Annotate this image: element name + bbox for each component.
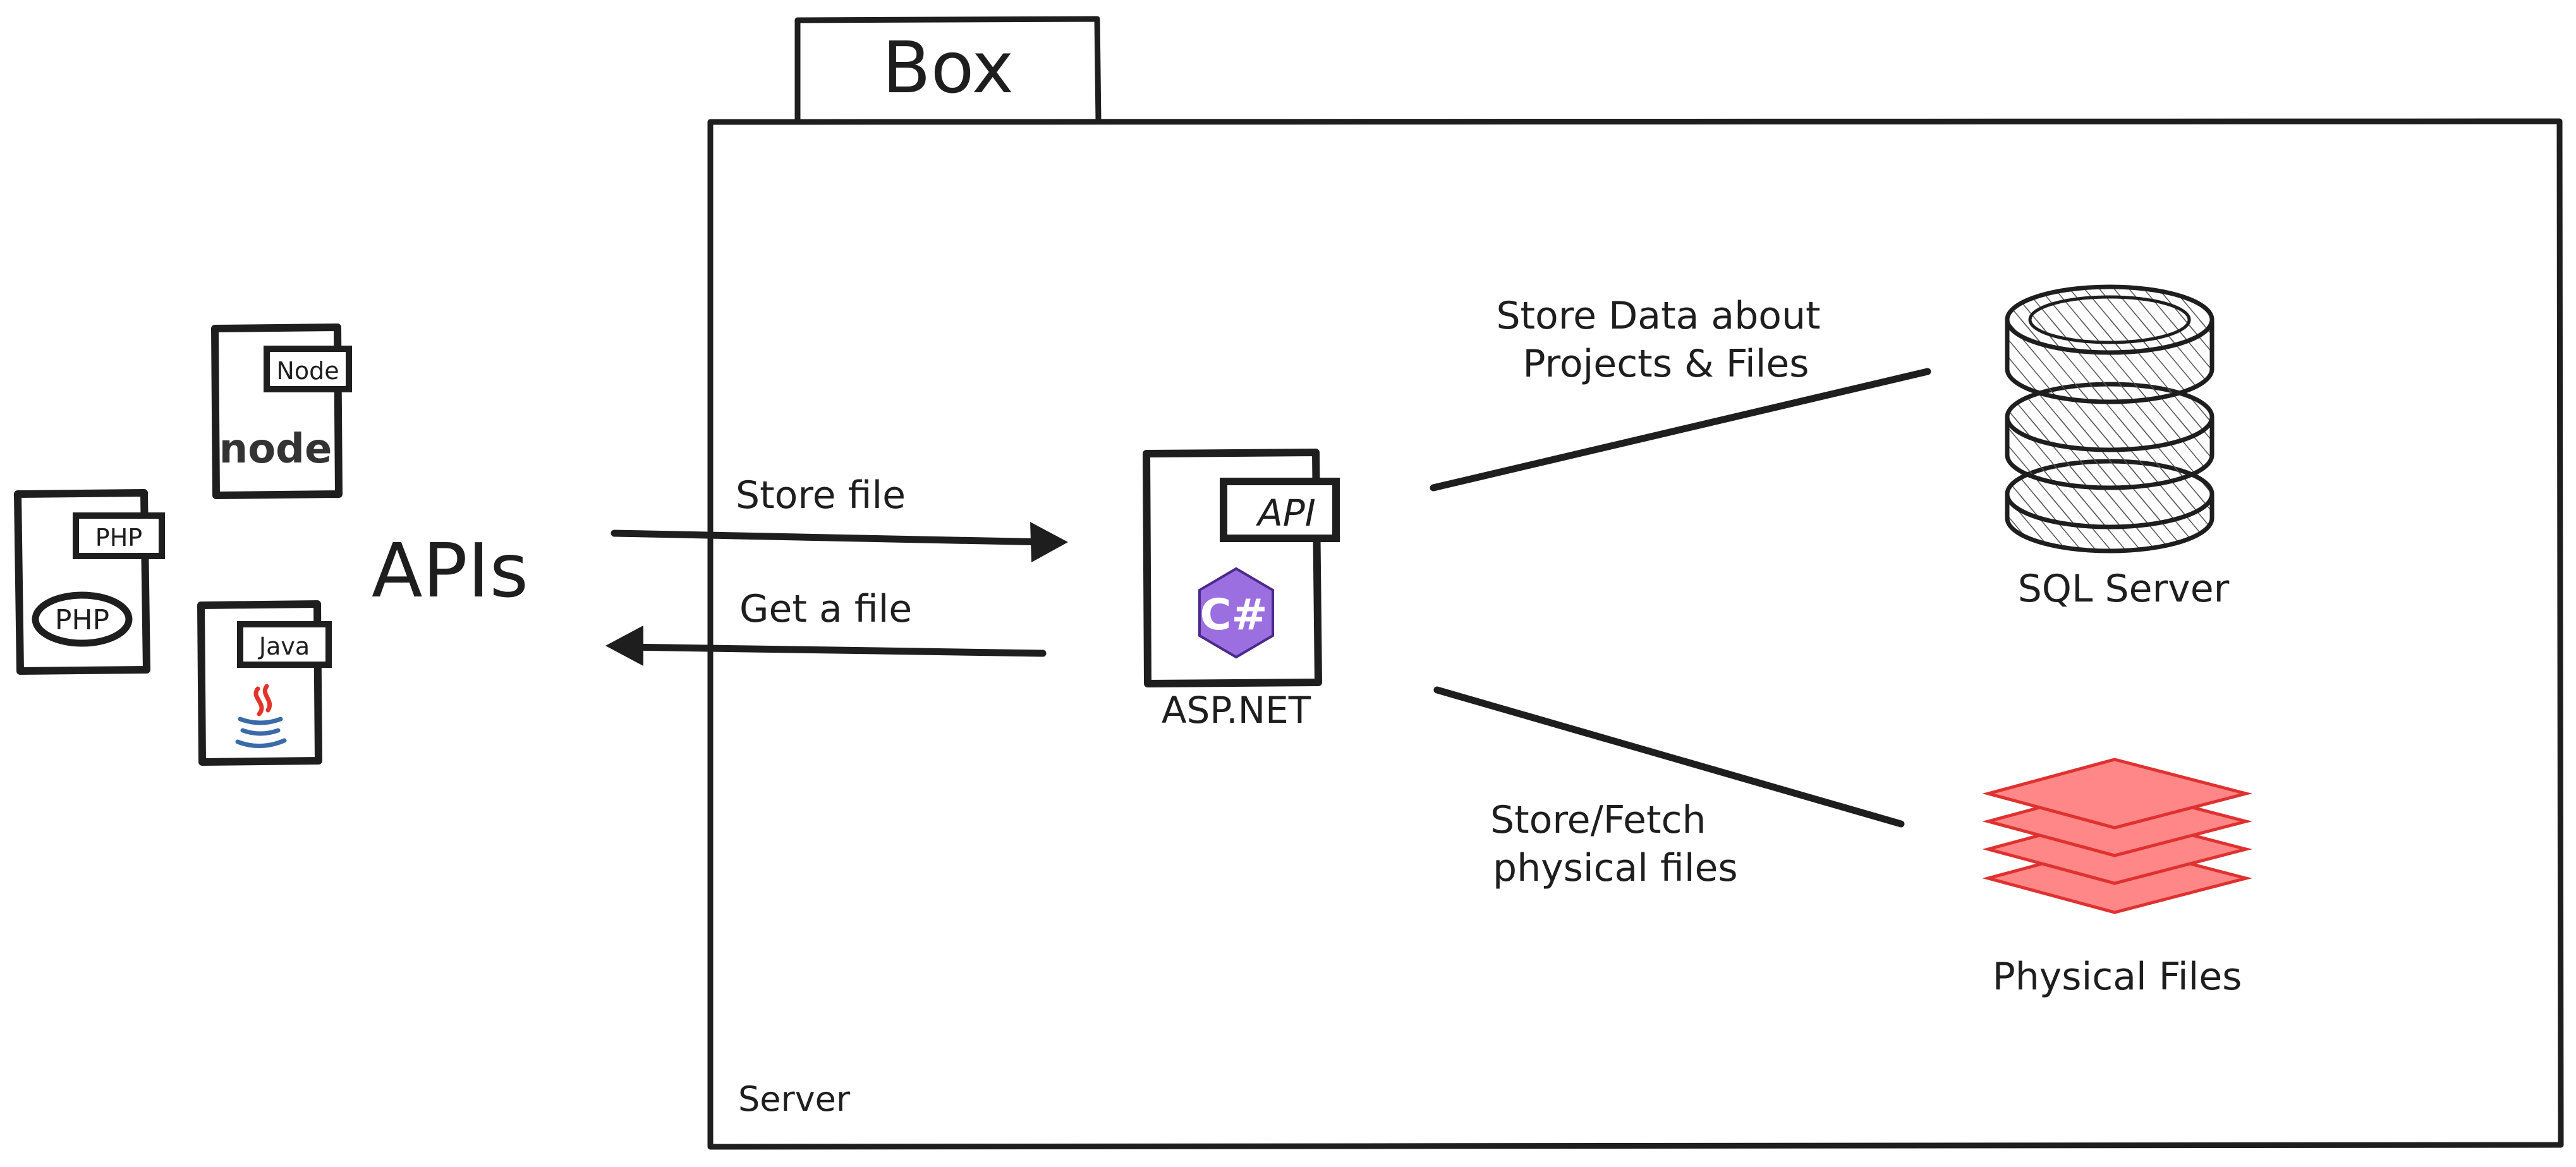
store-file-arrow: Store file — [611, 473, 1068, 562]
php-tag-label: PHP — [95, 524, 142, 552]
api-tag-label: API — [1255, 492, 1316, 535]
java-card: Java — [197, 600, 332, 766]
database-icon — [2005, 284, 2215, 553]
sql-server-label: SQL Server — [2018, 567, 2230, 611]
files-edge-label-line1: Store/Fetch — [1490, 798, 1706, 842]
get-arrowhead-icon — [605, 626, 643, 666]
sql-edge-label-line2: Projects & Files — [1522, 342, 1809, 386]
server-label: Server — [738, 1079, 851, 1119]
store-file-label: Store file — [736, 473, 906, 517]
box-frame: Box Server — [707, 16, 2564, 1150]
aspnet-card: API C# ASP.NET — [1143, 449, 1340, 732]
node-tag-label: Node — [276, 357, 339, 385]
box-tab-label: Box — [882, 27, 1014, 109]
node-card-body — [211, 323, 343, 499]
node-logo: node — [219, 426, 332, 473]
api-tag-box — [1220, 478, 1340, 542]
aspnet-label: ASP.NET — [1162, 689, 1311, 732]
get-file-arrow: Get a file — [605, 587, 1047, 666]
php-card: PHP PHP — [14, 489, 165, 675]
php-tag-box — [73, 512, 165, 559]
java-tag-label: Java — [258, 632, 310, 660]
get-file-label: Get a file — [739, 587, 912, 631]
sql-connection: Store Data about Projects & Files — [1430, 294, 1931, 492]
file-stack-icon — [1982, 758, 2252, 914]
physical-files-label: Physical Files — [1993, 955, 2242, 999]
java-tag-box — [237, 621, 332, 668]
java-cup-icon — [235, 684, 287, 749]
java-card-body — [197, 600, 322, 766]
php-logo-icon — [32, 591, 133, 647]
csharp-logo-icon — [1198, 567, 1274, 659]
files-connection: Store/Fetch physical files — [1433, 686, 1905, 890]
files-edge-label-line2: physical files — [1493, 846, 1738, 890]
store-arrowhead-icon — [1030, 522, 1068, 562]
apis-label: APIs — [372, 527, 528, 614]
sql-edge-label-line1: Store Data about — [1496, 294, 1820, 338]
aspnet-card-body — [1143, 449, 1322, 687]
php-card-body — [14, 489, 150, 675]
csharp-logo-text: C# — [1200, 590, 1268, 640]
php-logo-text: PHP — [55, 604, 109, 636]
node-tag-box — [264, 346, 352, 392]
node-card: Node node — [211, 323, 352, 499]
